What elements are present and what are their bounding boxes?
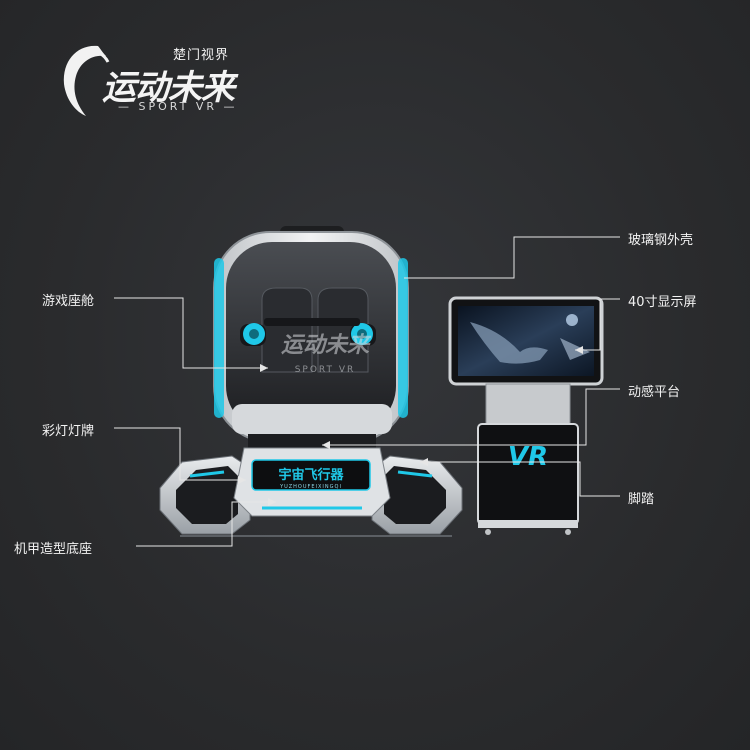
base-plate-title: 宇宙飞行器 — [278, 467, 344, 483]
spaceship-image — [470, 322, 548, 364]
callout-game-cabin: 游戏座舱 — [42, 294, 95, 309]
game-cabin: 运动未来 SPORT VR — [213, 226, 409, 443]
leader-arrows — [238, 346, 583, 506]
cabin-watermark: 运动未来 — [281, 333, 372, 358]
callout-footrest: 脚踏 — [628, 492, 655, 507]
mech-base: 宇宙飞行器 YUZHOUFEIXINGQI — [159, 434, 463, 537]
brand-logo: 楚门视界 运动未来 — SPORT VR — — [58, 30, 238, 120]
base-plate-sub: YUZHOUFEIXINGQI — [279, 484, 342, 490]
brand-tagline: — SPORT VR — — [118, 100, 238, 113]
callout-light-sign: 彩灯灯牌 — [42, 424, 95, 439]
brand-main-title: 运动未来 — [102, 68, 235, 108]
display-stand: VR — [448, 296, 604, 535]
swoosh-icon — [63, 45, 110, 117]
callout-glass-shell: 玻璃钢外壳 — [628, 233, 694, 248]
callout-mech-base: 机甲造型底座 — [14, 542, 93, 557]
leader-lines — [114, 236, 620, 547]
stand-vr-logo: VR — [508, 442, 548, 472]
cabin-watermark-tag: SPORT VR — [295, 365, 356, 375]
callout-display-screen: 40寸显示屏 — [628, 295, 697, 310]
callout-motion-platform: 动感平台 — [628, 385, 681, 400]
brand-sub-title: 楚门视界 — [173, 48, 230, 63]
